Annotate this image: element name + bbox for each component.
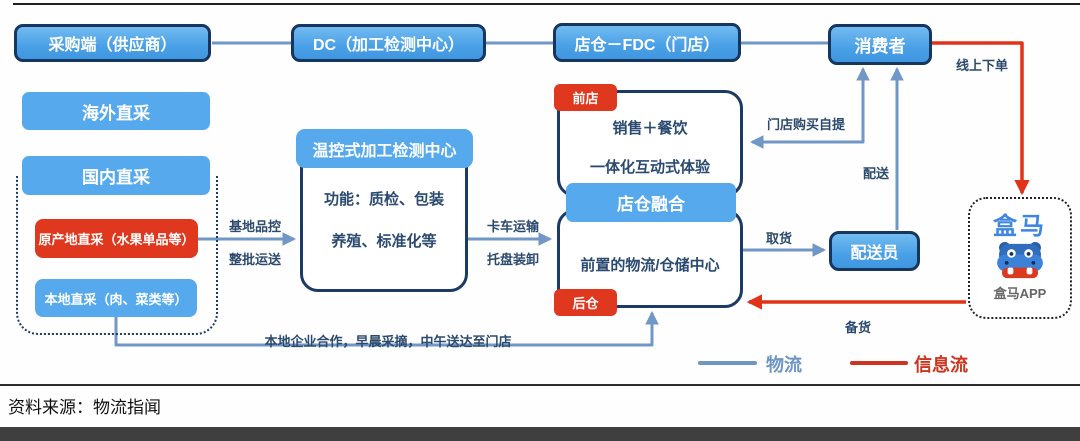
dc-label: DC（加工检测中心） — [312, 37, 465, 54]
store-warehouse-fusion-bar: 店仓融合 — [566, 183, 736, 222]
label-stock-preparation: 备货 — [844, 320, 872, 335]
hema-app-label: 盒马APP — [993, 285, 1047, 301]
overseas-label: 海外直采 — [82, 103, 150, 123]
consumer-label: 消费者 — [854, 37, 906, 56]
fdc-label: 店仓－FDC（门店） — [574, 36, 720, 54]
label-local-cooperation: 本地企业合作，早晨采摘，中午送达至门店 — [264, 334, 512, 349]
local-direct-label: 本地直采（肉、菜类等） — [44, 291, 188, 307]
source-text: 资料来源：物流指闻 — [8, 398, 161, 417]
rear-warehouse-tag: 后仓 — [554, 289, 617, 316]
rear-warehouse-tag-label: 后仓 — [572, 296, 599, 311]
courier-box: 配送员 — [829, 231, 920, 271]
top-rule — [13, 3, 1080, 5]
processing-line-1: 功能：质检、包装 — [323, 191, 444, 208]
processing-center-title: 温控式加工检测中心 — [312, 142, 457, 160]
label-store-pickup: 门店购买自提 — [766, 117, 846, 132]
legend-infoflow-label: 信息流 — [914, 355, 968, 375]
domestic-box: 国内直采 — [22, 156, 210, 195]
origin-direct-label: 原产地直采（水果单品等） — [38, 232, 195, 247]
bottom-bar — [0, 427, 1080, 441]
arrow-local-cooperation — [114, 310, 659, 347]
legend-logistics-label: 物流 — [766, 355, 802, 375]
hema-logo-text: 盒马 — [993, 212, 1047, 240]
origin-direct-box: 原产地直采（水果单品等） — [35, 219, 198, 258]
label-truck-transport: 卡车运输 — [486, 219, 540, 234]
fdc-box: 店仓－FDC（门店） — [553, 23, 741, 62]
processing-line-2: 养殖、标准化等 — [331, 233, 437, 250]
label-delivery: 配送 — [862, 166, 890, 181]
label-online-order: 线上下单 — [955, 58, 1009, 73]
label-base-quality-control: 基地品控 — [228, 219, 282, 234]
sales-dining-text: 销售＋餐饮 — [612, 120, 688, 137]
consumer-box: 消费者 — [828, 24, 932, 65]
front-store-tag-label: 前店 — [572, 91, 599, 106]
processing-center-body — [300, 148, 468, 292]
label-take-goods: 取货 — [765, 231, 793, 246]
integrated-experience-text: 一体化互动式体验 — [589, 159, 710, 176]
procurement-box: 采购端（供应商） — [14, 24, 211, 62]
local-direct-box: 本地直采（肉、菜类等） — [35, 279, 197, 317]
legend-infoflow-swatch — [850, 361, 908, 365]
hema-app-box: 盒马 盒马APP — [968, 197, 1072, 319]
domestic-label: 国内直采 — [82, 168, 150, 187]
source-divider — [0, 384, 1080, 386]
arrow-online-order — [932, 41, 1030, 196]
legend-logistics-swatch — [698, 361, 757, 365]
label-pallet-loading: 托盘装卸 — [486, 252, 540, 267]
fusion-label: 店仓融合 — [617, 195, 685, 214]
dc-box: DC（加工检测中心） — [291, 24, 486, 62]
forward-logistics-center-text: 前置的物流/仓储中心 — [580, 257, 720, 274]
processing-center-header: 温控式加工检测中心 — [296, 129, 473, 168]
courier-label: 配送员 — [850, 245, 899, 262]
hema-hippo-icon — [997, 241, 1043, 278]
front-store-tag: 前店 — [554, 84, 617, 111]
overseas-box: 海外直采 — [22, 92, 210, 130]
arrow-store-pickup — [749, 66, 870, 149]
procurement-label: 采购端（供应商） — [48, 37, 177, 54]
direct-sourcing-group — [16, 176, 218, 335]
label-batch-shipping: 整批运送 — [228, 252, 282, 267]
